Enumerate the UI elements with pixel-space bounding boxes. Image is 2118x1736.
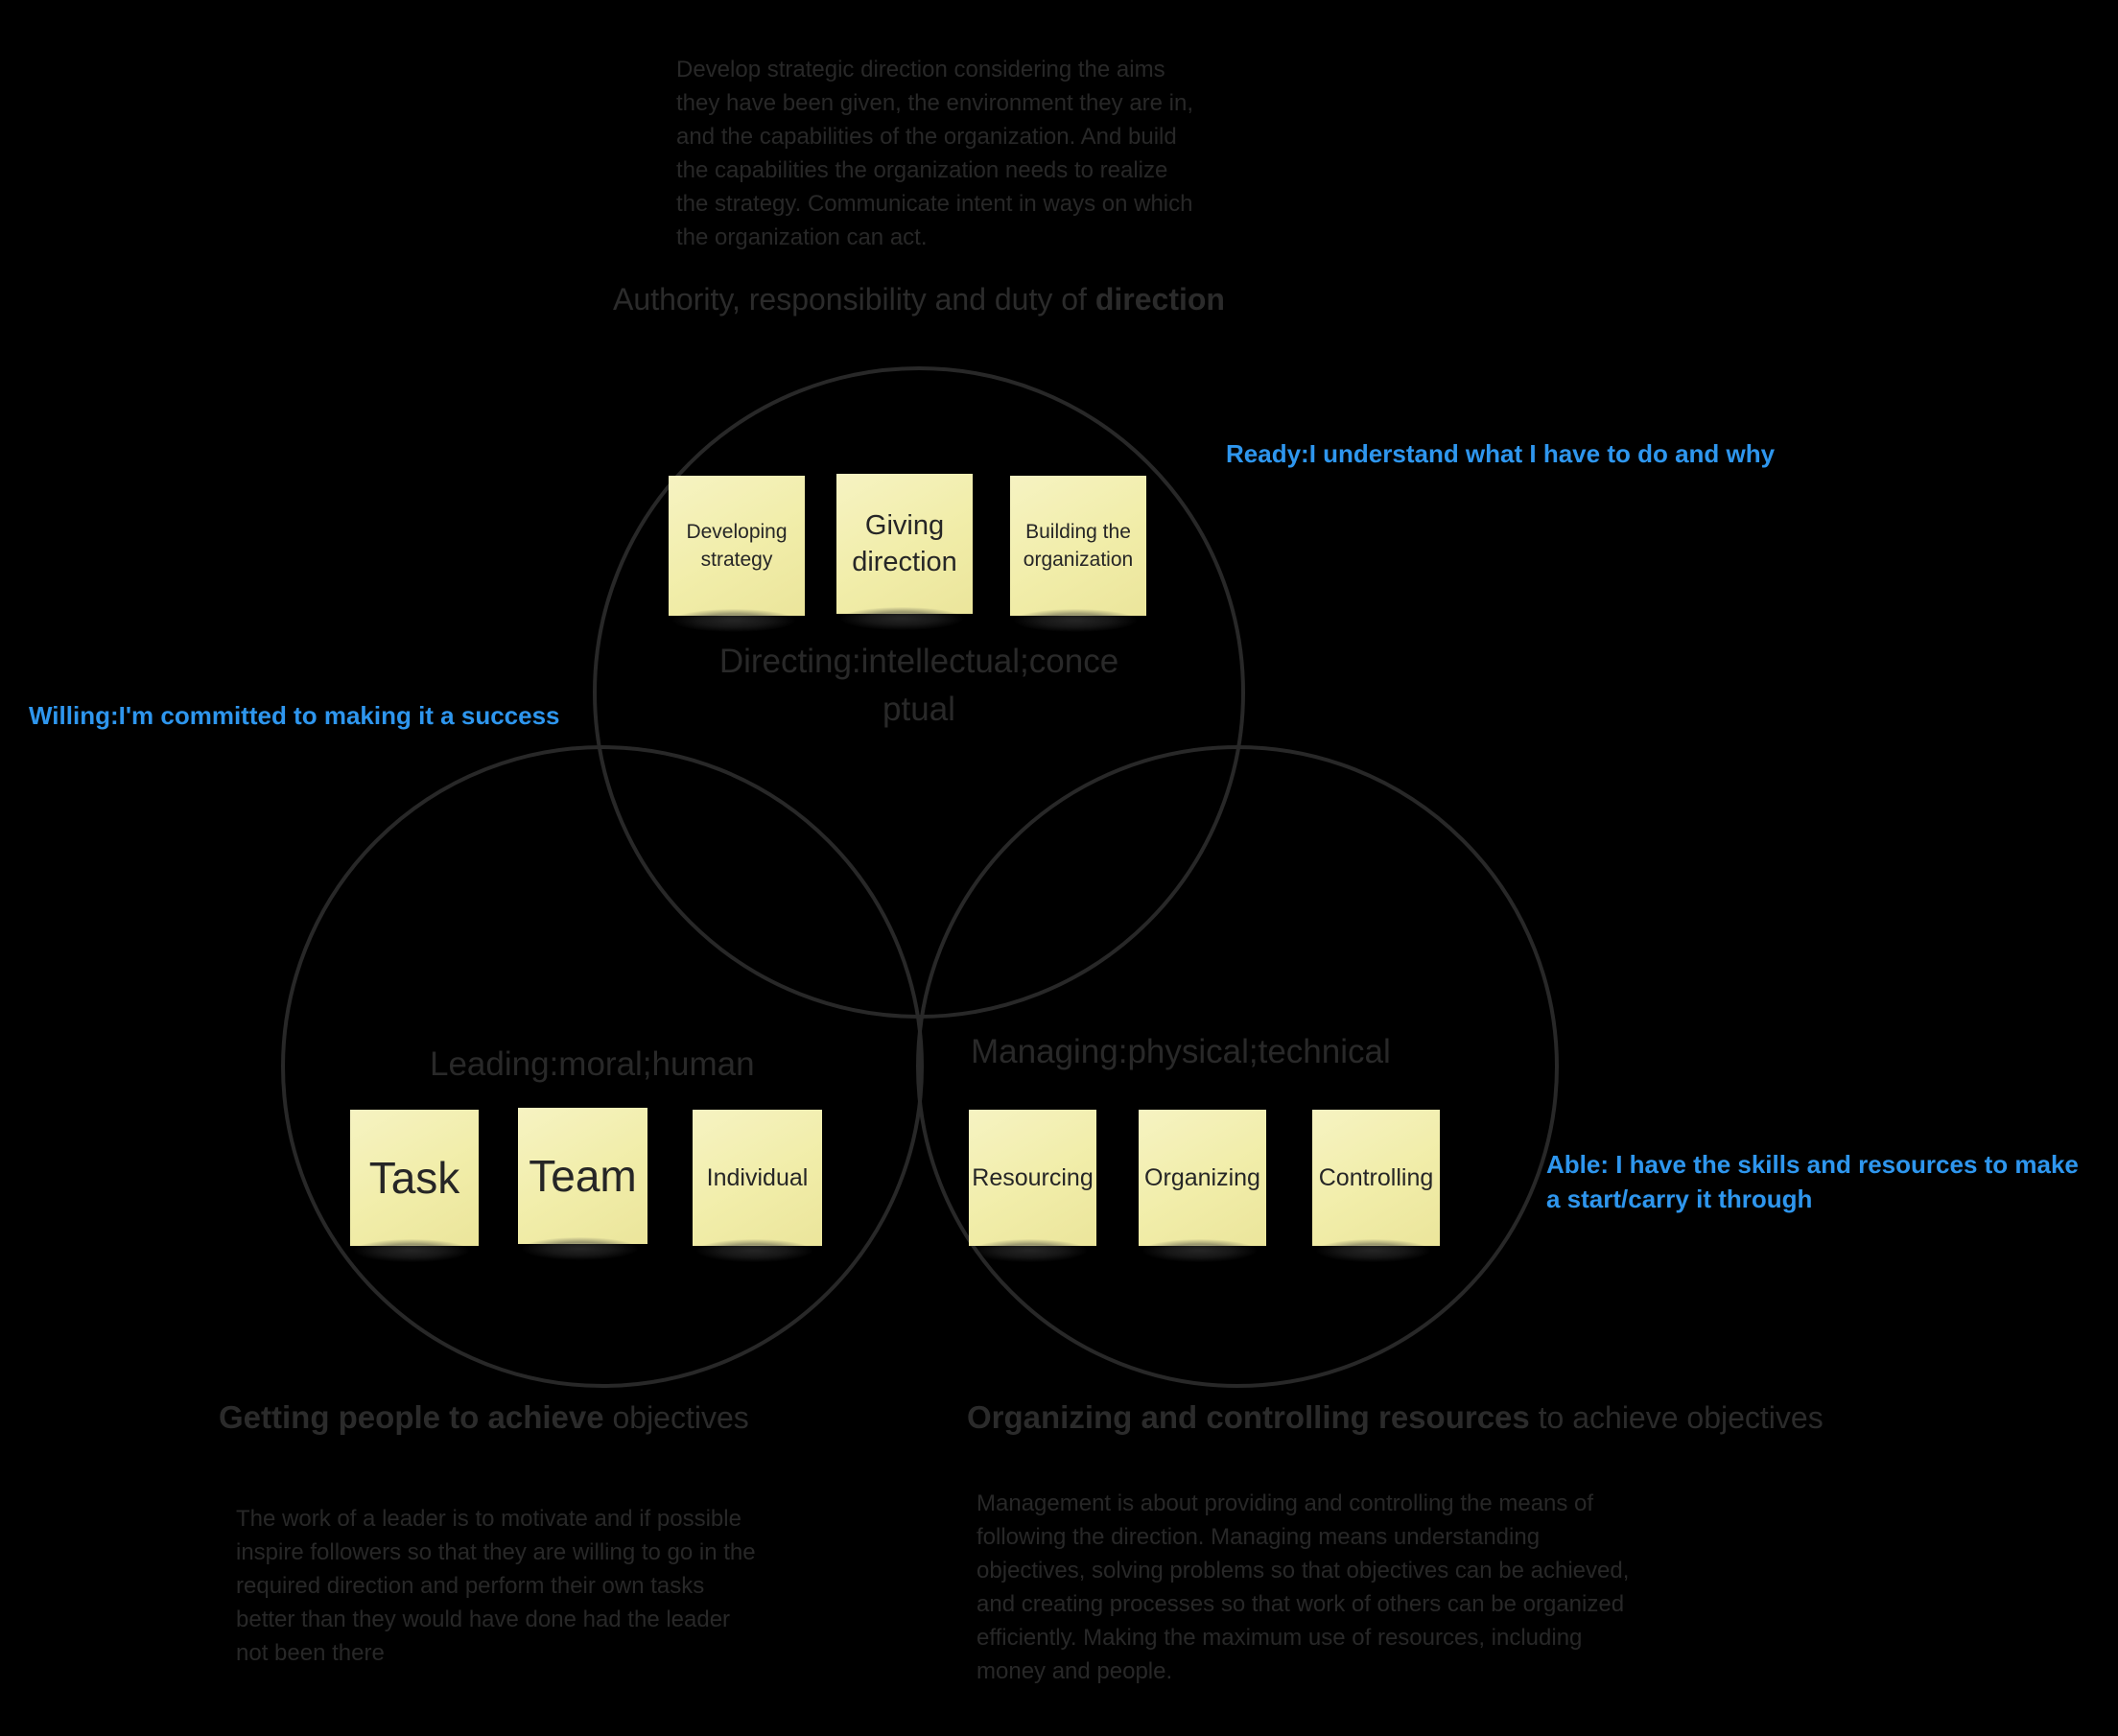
annotation-able: Able: I have the skills and resources to…	[1546, 1147, 2079, 1216]
sticky-note-label: Individual	[706, 1164, 809, 1191]
circle-label-managing: Managing:physical;technical	[971, 1033, 1391, 1070]
annotation-ready: Ready:I understand what I have to do and…	[1226, 439, 1776, 468]
sticky-note-controlling[interactable]: Controlling	[1312, 1110, 1440, 1262]
venn-circle-managing	[916, 745, 1559, 1388]
managing-title-normal: to achieve objectives	[1529, 1400, 1824, 1435]
annotation-able-line2: a start/carry it through	[1546, 1185, 1813, 1213]
sticky-note-giving-direction[interactable]: Giving direction	[836, 474, 973, 630]
directing-title-bold: direction	[1094, 282, 1225, 317]
leading-title-bold: Getting people to achieve	[219, 1399, 604, 1435]
circle-label-leading: Leading:moral;human	[430, 1045, 755, 1083]
annotation-willing: Willing:I'm committed to making it a suc…	[29, 701, 560, 730]
circle-label-directing-line2: ptual	[882, 691, 955, 728]
sticky-note-label: Organizing	[1144, 1164, 1260, 1191]
sticky-note-organizing[interactable]: Organizing	[1139, 1110, 1266, 1262]
sticky-note-label: Building the organization	[1023, 521, 1134, 571]
managing-description: Management is about providing and contro…	[977, 1490, 1630, 1684]
sticky-note-developing-strategy[interactable]: Developing strategy	[669, 476, 805, 632]
sticky-note-task[interactable]: Task	[350, 1110, 479, 1262]
leading-description: The work of a leader is to motivate and …	[236, 1506, 756, 1666]
directing-description: Develop strategic direction considering …	[676, 57, 1194, 250]
managing-title-bold: Organizing and controlling resources	[967, 1399, 1530, 1435]
circle-label-directing: Directing:intellectual;conce ptual	[679, 638, 1159, 734]
directing-title: Authority, responsibility and duty of di…	[382, 280, 1456, 318]
sticky-note-label: Task	[368, 1153, 460, 1203]
circle-label-directing-line1: Directing:intellectual;conce	[718, 643, 1119, 680]
sticky-note-label: Developing strategy	[686, 521, 788, 571]
sticky-note-resourcing[interactable]: Resourcing	[969, 1110, 1096, 1262]
sticky-note-label: Resourcing	[972, 1164, 1094, 1191]
sticky-note-building-the-organization[interactable]: Building the organization	[1010, 476, 1146, 632]
sticky-note-label: Team	[529, 1151, 637, 1201]
sticky-note-team[interactable]: Team	[518, 1108, 647, 1260]
leading-title: Getting people to achieve objectives	[219, 1398, 749, 1437]
sticky-note-label: Controlling	[1318, 1164, 1434, 1191]
sticky-note-individual[interactable]: Individual	[693, 1110, 822, 1262]
managing-title: Organizing and controlling resources to …	[967, 1398, 1824, 1437]
directing-title-normal: Authority, responsibility and duty of	[613, 282, 1095, 317]
sticky-note-label: Giving direction	[852, 510, 957, 577]
leading-title-normal: objectives	[603, 1400, 749, 1435]
annotation-able-line1: Able: I have the skills and resources to…	[1546, 1150, 2079, 1179]
